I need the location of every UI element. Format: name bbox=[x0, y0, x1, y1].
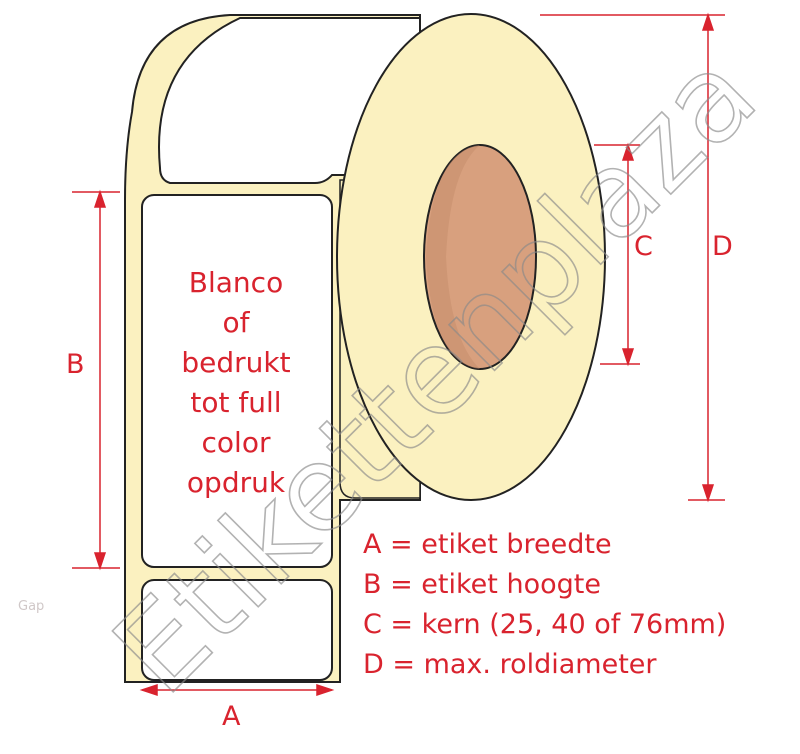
label-line: opdruk bbox=[187, 466, 286, 499]
legend-item: B = etiket hoogte bbox=[363, 569, 601, 600]
legend-item: A = etiket breedte bbox=[363, 529, 612, 560]
legend: A = etiket breedte B = etiket hoogte C =… bbox=[363, 529, 726, 680]
core-shadow bbox=[426, 145, 480, 369]
label-line: of bbox=[223, 306, 251, 339]
legend-item: C = kern (25, 40 of 76mm) bbox=[363, 609, 726, 640]
dimension-b-label: B bbox=[66, 349, 85, 380]
dimension-a bbox=[139, 683, 335, 697]
dimension-d bbox=[540, 12, 725, 503]
dimension-b bbox=[72, 189, 120, 571]
next-label bbox=[141, 579, 333, 681]
label-line: Blanco bbox=[189, 266, 283, 299]
dimension-d-label: D bbox=[712, 231, 733, 262]
gap-label: Gap bbox=[18, 599, 44, 614]
main-label bbox=[141, 194, 333, 568]
label-text: Blanco of bedrukt tot full color opdruk bbox=[181, 266, 290, 499]
dimension-c bbox=[594, 142, 640, 367]
label-line: tot full bbox=[190, 386, 281, 419]
label-line: color bbox=[202, 426, 271, 459]
dimension-c-label: C bbox=[634, 231, 653, 262]
label-line: bedrukt bbox=[181, 346, 290, 379]
dimension-a-label: A bbox=[222, 701, 241, 732]
legend-item: D = max. roldiameter bbox=[363, 649, 657, 680]
